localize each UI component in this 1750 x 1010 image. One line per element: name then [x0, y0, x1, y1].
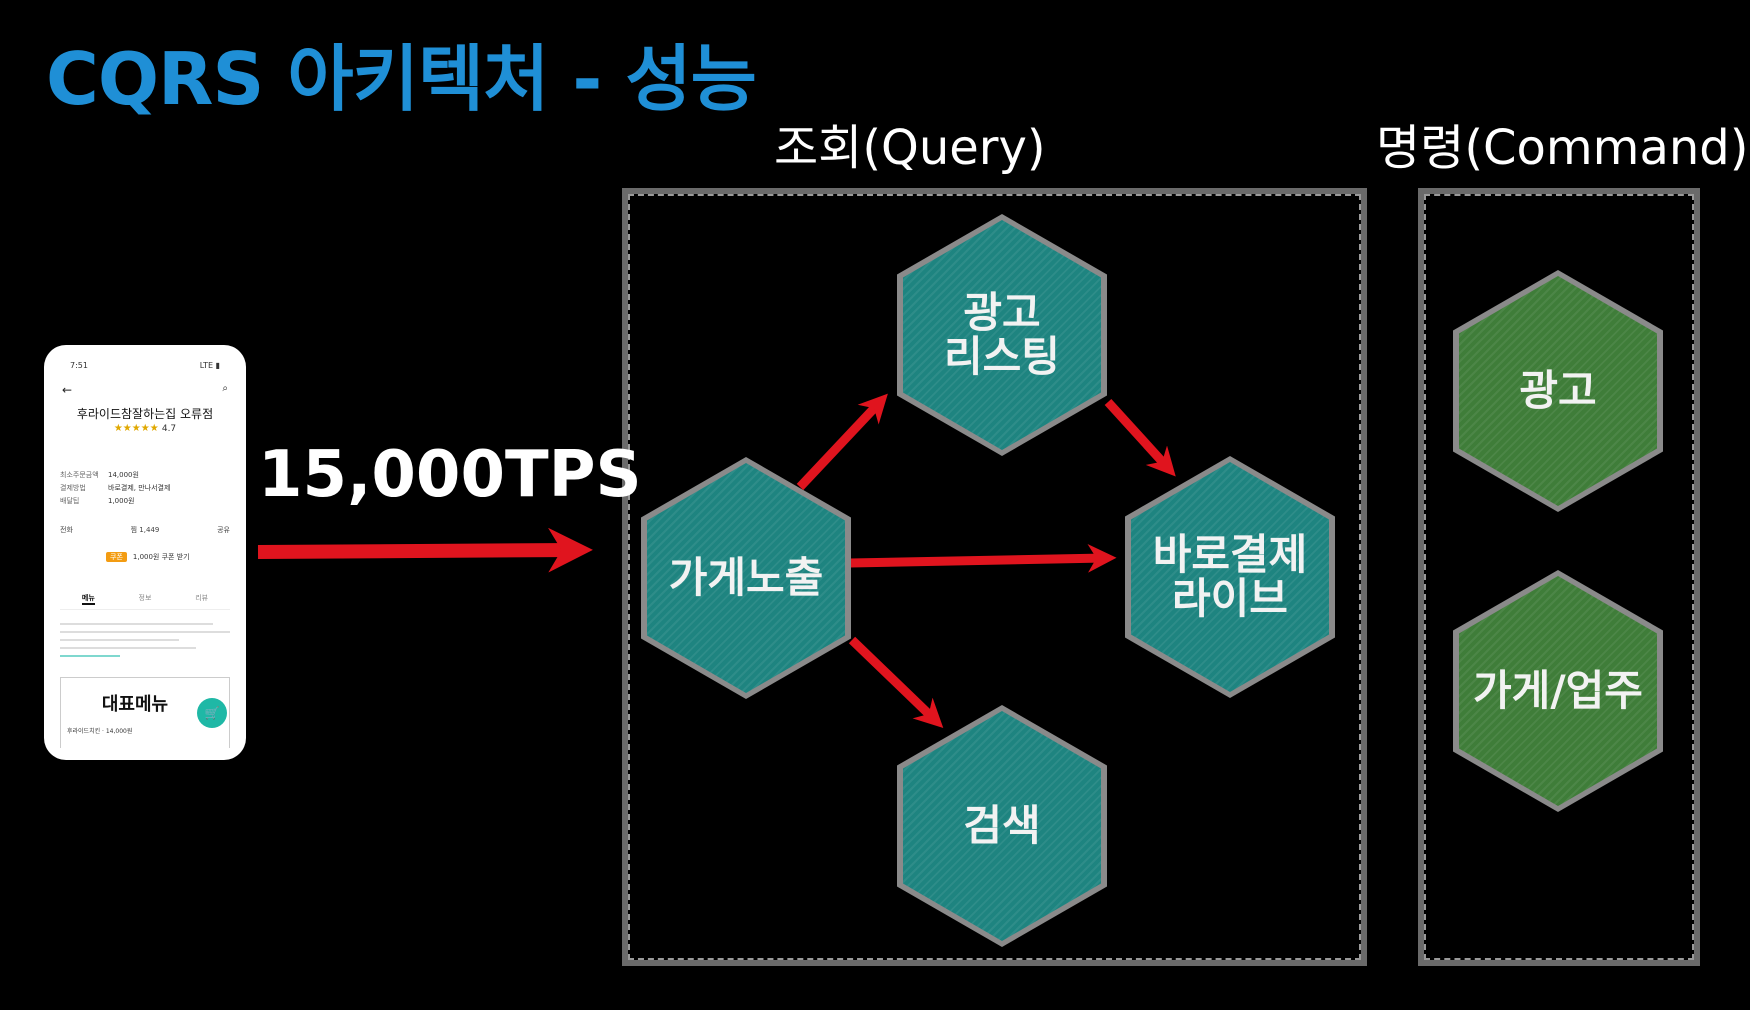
phone-tab-info: 정보	[138, 594, 152, 602]
phone-store-name: 후라이드참잘하는집 오류점	[76, 407, 214, 421]
phone-notice-lines	[60, 617, 230, 663]
phone-tabs: 메뉴 정보 리뷰	[60, 593, 230, 610]
star-icons: ★★★★★	[113, 423, 159, 434]
node-search-label: 검색	[963, 800, 1041, 850]
phone-rating: ★★★★★ 4.7	[44, 423, 246, 434]
query-section-label: 조회(Query)	[774, 120, 1046, 176]
phone-status-time: 7:51	[70, 361, 88, 370]
phone-tab-menu: 메뉴	[81, 593, 95, 605]
node-ad: 광고	[1453, 270, 1663, 512]
page-title: CQRS 아키텍처 - 성능	[46, 37, 757, 121]
phone-menu-item: 후라이드치킨 · 14,000원	[67, 728, 133, 735]
node-store-exposure: 가게노출	[641, 457, 851, 699]
back-arrow-icon: ←	[62, 383, 73, 397]
tps-label: 15,000TPS	[258, 438, 642, 512]
command-section-label: 명령(Command)	[1376, 120, 1749, 176]
phone-status-indicators: LTE ▮	[199, 361, 220, 370]
phone-menu-title: 대표메뉴	[101, 694, 169, 715]
coupon-tag: 쿠폰	[106, 552, 127, 562]
phone-tab-review: 리뷰	[195, 594, 209, 602]
arrow-phone-to-store-exposure	[257, 527, 593, 573]
node-ad-listing-label: 광고 리스팅	[944, 287, 1060, 381]
query-section-box	[622, 188, 1367, 966]
phone-menu-card: 대표메뉴 🛒 후라이드치킨 · 14,000원	[60, 677, 230, 748]
node-ad-listing: 광고 리스팅	[897, 214, 1107, 456]
node-store-exposure-label: 가게노출	[668, 552, 824, 602]
phone-actions: 전화 찜 1,449 공유	[60, 525, 230, 535]
command-section-box	[1418, 188, 1700, 966]
search-icon: ⌕	[222, 383, 228, 394]
phone-like-action: 찜 1,449	[130, 526, 160, 534]
phone-call-action: 전화	[60, 526, 73, 534]
phone-rating-value: 4.7	[161, 424, 177, 434]
node-ad-label: 광고	[1519, 365, 1597, 415]
node-store-owner: 가게/업주	[1453, 570, 1663, 812]
node-direct-pay-live-label: 바로결제 라이브	[1152, 529, 1308, 623]
node-store-owner-label: 가게/업주	[1473, 665, 1643, 715]
phone-mockup: 7:51 LTE ▮ ← ⌕ 후라이드참잘하는집 오류점 ★★★★★ 4.7 최…	[44, 345, 246, 760]
node-search: 검색	[897, 705, 1107, 947]
node-direct-pay-live: 바로결제 라이브	[1125, 456, 1335, 698]
cart-icon: 🛒	[197, 698, 227, 728]
phone-share-action: 공유	[217, 526, 230, 534]
